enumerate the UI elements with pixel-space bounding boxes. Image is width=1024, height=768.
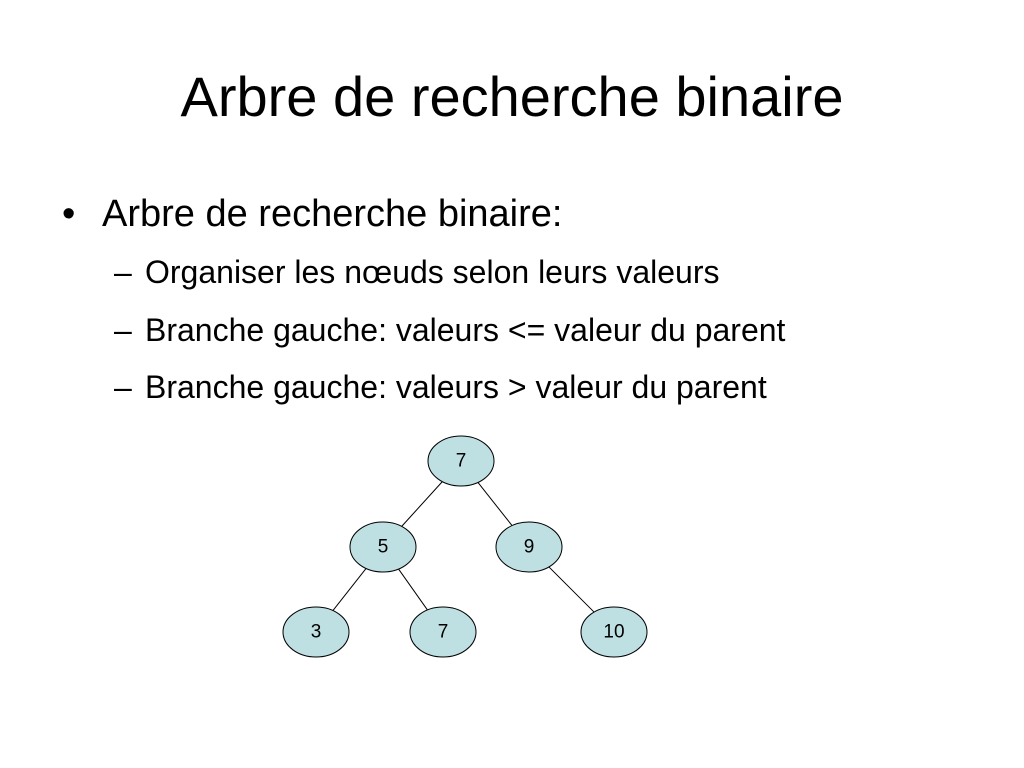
bullet-main-text: Arbre de recherche binaire:	[102, 193, 563, 235]
tree-node: 5	[349, 521, 417, 573]
tree-node-label: 7	[438, 622, 449, 643]
sub-bullet-marker: –	[114, 254, 132, 290]
tree-node: 3	[282, 606, 350, 658]
sub-bullet-text: Organiser les nœuds selon leurs valeurs	[145, 254, 720, 290]
bullet-marker: •	[62, 193, 76, 235]
tree-edge	[401, 481, 443, 527]
tree-edge	[477, 482, 513, 526]
tree-edge	[398, 568, 428, 611]
tree-node: 10	[580, 606, 648, 658]
tree-node-shape	[427, 435, 495, 487]
sub-bullet-list: –Organiser les nœuds selon leurs valeurs…	[114, 252, 785, 425]
sub-bullet-text: Branche gauche: valeurs <= valeur du par…	[145, 311, 786, 348]
tree-edge	[548, 566, 595, 613]
sub-bullet-item: –Branche gauche: valeurs <= valeur du pa…	[114, 310, 785, 350]
sub-bullet-item: –Branche gauche: valeurs > valeur du par…	[114, 367, 785, 407]
tree-node: 7	[427, 435, 495, 487]
slide-title: Arbre de recherche binaire	[180, 65, 844, 128]
tree-node-label: 10	[603, 622, 624, 643]
tree-node-shape	[349, 521, 417, 573]
tree-node: 9	[495, 521, 563, 573]
sub-bullet-marker: –	[114, 311, 132, 348]
sub-bullet-item: –Organiser les nœuds selon leurs valeurs	[114, 252, 785, 292]
tree-node-shape	[282, 606, 350, 658]
tree-nodes: 7 5 9 3 7 10	[282, 435, 648, 658]
tree-node-shape	[409, 606, 477, 658]
tree-node-label: 5	[378, 537, 389, 558]
tree-edges	[332, 481, 595, 613]
tree-edge	[332, 568, 367, 611]
tree-node-shape	[495, 521, 563, 573]
sub-bullet-marker: –	[114, 369, 132, 405]
tree-node: 7	[409, 606, 477, 658]
tree-node-shape	[580, 606, 648, 658]
sub-bullet-text: Branche gauche: valeurs > valeur du pare…	[145, 369, 767, 405]
tree-node-label: 9	[524, 537, 535, 558]
tree-node-label: 3	[311, 622, 322, 643]
bullet-main: • Arbre de recherche binaire:	[62, 190, 562, 238]
tree-node-label: 7	[456, 451, 467, 472]
